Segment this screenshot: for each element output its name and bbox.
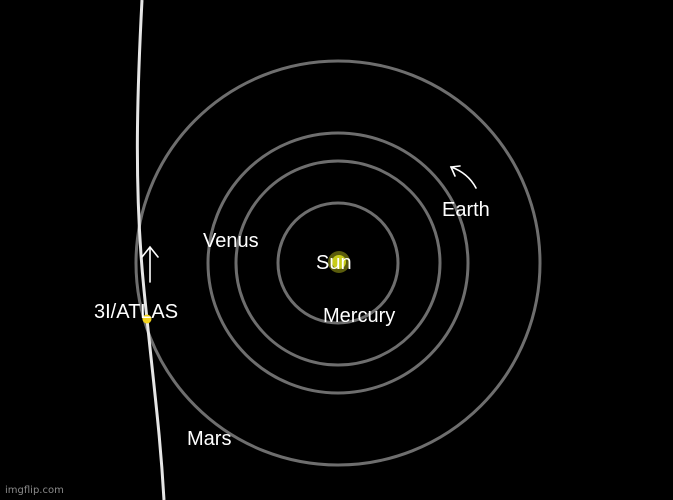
venus-orbit: [234, 159, 442, 367]
up-arrow-icon: [141, 245, 159, 283]
earth-orbit: [206, 131, 470, 395]
comet-label: 3I/ATLAS: [94, 301, 179, 323]
comet-marker: [142, 314, 152, 324]
curved-arrow-counterclockwise-icon: [449, 165, 477, 189]
mars-orbit: [134, 59, 542, 467]
earth-label: Earth: [442, 199, 490, 221]
mars-label: Mars: [187, 428, 232, 450]
mercury-label: Mercury: [323, 305, 396, 327]
mercury-orbit: [276, 201, 400, 325]
venus-label: Venus: [203, 230, 259, 252]
sun-label: Sun: [316, 252, 352, 274]
watermark: imgflip.com: [5, 485, 64, 496]
comet-trajectory: [135, 0, 166, 500]
sun-marker: [332, 255, 346, 269]
